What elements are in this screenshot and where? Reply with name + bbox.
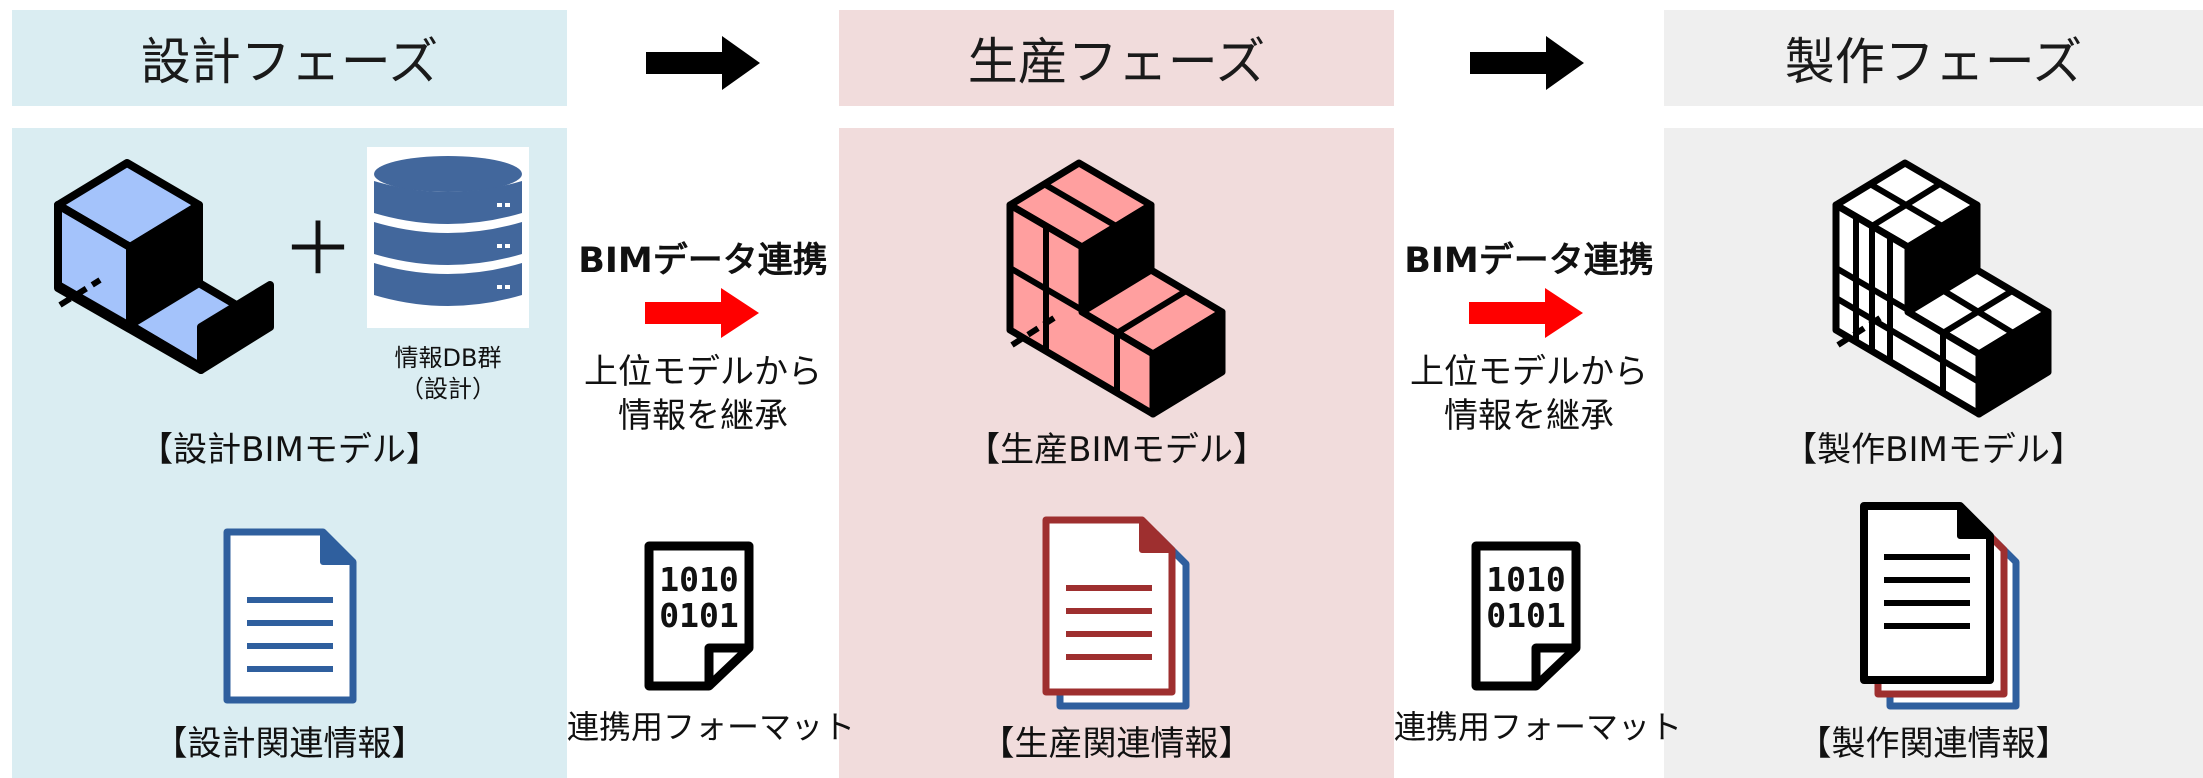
link-arrow-icon xyxy=(645,288,759,338)
link-format-label: 連携用フォーマット xyxy=(567,708,856,746)
design-info-label: 【設計関連情報】 xyxy=(153,724,426,764)
database-label-line1: 情報DB群 xyxy=(394,344,502,372)
link-description: 上位モデルから 情報を継承 xyxy=(567,350,839,438)
production-phase-header: 生産フェーズ xyxy=(839,10,1394,106)
link-description-line2: 情報を継承 xyxy=(1444,396,1614,436)
design-phase-header: 設計フェーズ xyxy=(12,10,567,106)
flow-arrow-icon xyxy=(1470,36,1584,90)
design-bim-model-icon xyxy=(54,159,274,374)
document-icon xyxy=(223,528,357,704)
fabrication-phase-title: 製作フェーズ xyxy=(1784,33,2083,91)
binary-digits-line2: 0101 xyxy=(1486,596,1566,635)
database-icon xyxy=(367,147,529,328)
design-bim-model-label: 【設計BIMモデル】 xyxy=(139,430,440,470)
link-format-label: 連携用フォーマット xyxy=(1394,708,1683,746)
binary-digits-line1: 1010 xyxy=(659,560,739,599)
link-description: 上位モデルから 情報を継承 xyxy=(1394,350,1664,438)
production-info-label: 【生産関連情報】 xyxy=(980,724,1253,764)
link-arrow-icon xyxy=(1469,288,1583,338)
production-bim-model-icon xyxy=(1006,159,1226,418)
fabrication-phase-header: 製作フェーズ xyxy=(1664,10,2203,106)
database-label-line2: （設計） xyxy=(400,375,496,403)
document-stack-icon xyxy=(1042,516,1190,710)
binary-digits-line2: 0101 xyxy=(659,596,739,635)
binary-digits-line1: 1010 xyxy=(1486,560,1566,599)
fabrication-bim-model-icon xyxy=(1832,159,2052,418)
database-label: 情報DB群 （設計） xyxy=(368,343,528,405)
fabrication-info-label: 【製作関連情報】 xyxy=(1797,724,2070,764)
fabrication-bim-model-label: 【製作BIMモデル】 xyxy=(1783,430,2084,470)
design-phase-title: 設計フェーズ xyxy=(140,33,439,91)
binary-file-icon: 1010 0101 xyxy=(643,540,755,691)
binary-file-icon: 1010 0101 xyxy=(1470,540,1582,691)
link-description-line2: 情報を継承 xyxy=(618,396,788,436)
flow-arrow-icon xyxy=(646,36,760,90)
plus-sign: ＋ xyxy=(282,207,355,291)
link-title: BIMデータ連携 xyxy=(1404,241,1654,281)
link-title: BIMデータ連携 xyxy=(578,241,828,281)
link-description-line1: 上位モデルから xyxy=(584,352,822,392)
link-description-line1: 上位モデルから xyxy=(1410,352,1648,392)
production-phase-title: 生産フェーズ xyxy=(967,33,1266,91)
document-stack-icon xyxy=(1860,502,2020,710)
production-bim-model-label: 【生産BIMモデル】 xyxy=(966,430,1267,470)
